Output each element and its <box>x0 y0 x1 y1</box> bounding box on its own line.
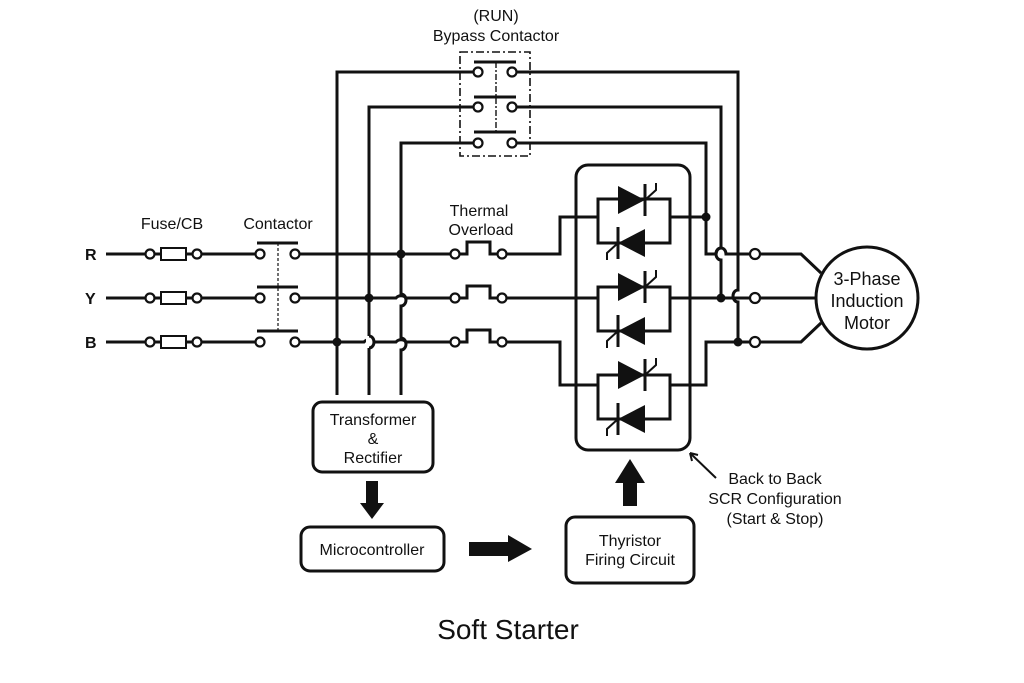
bypass-terminal <box>506 137 518 149</box>
arrow-icon <box>615 459 645 506</box>
motor-label-line1: 3-Phase <box>833 269 900 289</box>
scr-thyristor-icon <box>588 340 738 436</box>
bypass-terminal <box>506 101 518 113</box>
arrow-icon <box>469 535 532 562</box>
rectifier-label: Rectifier <box>344 450 403 467</box>
bypass-terminal <box>506 66 518 78</box>
microcontroller-label: Microcontroller <box>320 542 426 559</box>
ampersand-label: & <box>368 431 379 448</box>
motor-label-line3: Motor <box>844 313 890 333</box>
thyristor-label: Thyristor <box>599 533 662 550</box>
fuse-b <box>144 335 203 349</box>
scr-note-line2: SCR Configuration <box>708 491 841 508</box>
phase-label-b: B <box>85 335 97 352</box>
diagram-title: Soft Starter <box>437 614 579 645</box>
motor-terminal-b <box>748 335 762 349</box>
fuse-label: Fuse/CB <box>141 216 203 233</box>
thermal-overload-icon <box>449 240 508 348</box>
bypass-terminal <box>472 101 484 113</box>
bypass-run-label: (RUN) <box>473 8 518 25</box>
arrow-icon <box>360 481 384 519</box>
scr-thyristor-icon <box>596 183 706 260</box>
scr-block <box>574 163 738 452</box>
thermal-label: Thermal <box>450 203 509 220</box>
firing-circuit-label: Firing Circuit <box>585 552 675 569</box>
phase-label-r: R <box>85 247 97 264</box>
bypass-contactor <box>459 51 531 157</box>
bypass-terminal <box>472 137 484 149</box>
bypass-terminal <box>472 66 484 78</box>
bypass-contactor-enclosure <box>459 51 531 157</box>
overload-label: Overload <box>449 222 514 239</box>
transformer-rectifier-block: Transformer & Rectifier <box>311 400 435 474</box>
scr-thyristor-icon <box>596 270 721 348</box>
fuse-icon <box>160 247 187 261</box>
motor-label-line2: Induction <box>830 291 903 311</box>
fuse-icon <box>160 291 187 305</box>
thyristor-firing-circuit-block: Thyristor Firing Circuit <box>564 515 696 585</box>
contactor-label: Contactor <box>243 216 313 233</box>
scr-note-line3: (Start & Stop) <box>727 511 824 528</box>
transformer-label: Transformer <box>330 412 417 429</box>
phase-label-y: Y <box>85 291 96 308</box>
motor-terminal-r <box>748 247 762 261</box>
bypass-contactor-label: Bypass Contactor <box>433 28 560 45</box>
microcontroller-block: Microcontroller <box>299 525 446 573</box>
contactor-switch-icon <box>254 241 301 348</box>
fuse-y <box>144 291 203 305</box>
fuse-icon <box>160 335 187 349</box>
fuse-r <box>144 247 203 261</box>
motor-icon: 3-Phase Induction Motor <box>814 245 920 351</box>
scr-note-line1: Back to Back <box>728 471 822 488</box>
motor-terminal-y <box>748 291 762 305</box>
